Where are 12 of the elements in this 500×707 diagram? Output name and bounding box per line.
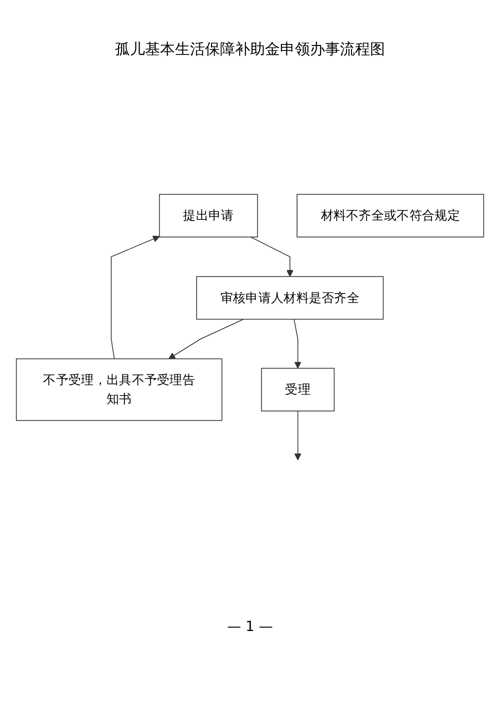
node-box: 不予受理，出具不予受理告知书	[16, 358, 222, 421]
arrow	[168, 318, 244, 360]
arrow	[294, 318, 302, 369]
node-box: 提出申请	[159, 194, 258, 238]
node-box: 受理	[261, 368, 335, 412]
diagram-title: 孤儿基本生活保障补助金申领办事流程图	[114, 40, 386, 59]
node-box: 材料不齐全或不符合规定	[296, 194, 484, 238]
node-box: 审核申请人材料是否齐全	[196, 276, 384, 320]
arrow	[294, 410, 302, 460]
page-number: — 1 —	[226, 619, 274, 635]
arrow	[250, 236, 294, 277]
arrow	[110, 236, 160, 360]
